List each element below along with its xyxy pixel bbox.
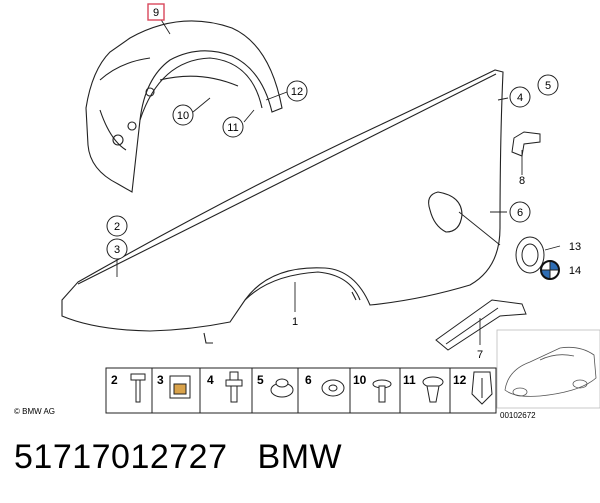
push-pin-icon [372,379,392,403]
bracket [511,131,541,157]
screw-icon [130,373,146,403]
stud-bolt-icon [225,371,243,403]
strip-label-11: 11 [403,373,416,387]
callout-14-label: 14 [569,265,581,277]
callout-2-label: 2 [114,221,120,233]
callout-4 [509,86,531,108]
strip-label-3: 3 [157,373,164,387]
car-thumbnail [496,329,600,409]
plug-icon [471,371,493,405]
caption: 51717012727 BMW [14,438,342,477]
callouts: 9 10 11 12 4 5 8 6 13 14 2 3 1 7 [106,3,581,361]
side-marker-parts [515,236,560,280]
callout-8-label: 8 [519,175,525,187]
callout-10-label: 10 [177,110,189,122]
wheel-arch-liner [85,20,283,193]
brand-name: BMW [257,438,343,476]
callout-11-label: 11 [227,122,238,134]
grommet-icon [270,378,294,398]
strip-label-12: 12 [453,373,467,387]
callout-9 [147,3,165,21]
callout-6 [509,201,531,223]
strip-label-6: 6 [305,373,312,387]
callout-6-label: 6 [517,207,523,219]
callout-4-label: 4 [517,92,523,104]
parts-strip: 2 3 4 5 6 10 11 12 [105,367,497,414]
callout-5 [537,74,559,96]
strip-label-10: 10 [353,373,367,387]
image-code: 00102672 [500,411,536,420]
callout-7-label: 7 [477,349,483,361]
part-number: 51717012727 [14,438,228,476]
strip-label-4: 4 [207,373,214,387]
callout-1-label: 1 [292,316,298,328]
callout-12-label: 12 [291,86,303,98]
callout-12 [286,80,308,102]
parts-diagram: 9 10 11 12 4 5 8 6 13 14 2 3 1 7 2 3 [14,3,600,420]
expansion-rivet-icon [422,376,444,403]
leader-lines [116,17,561,345]
callout-5-label: 5 [545,80,551,92]
washer-icon [321,379,345,397]
clip-nut-icon [169,375,191,399]
copyright-text: © BMW AG [14,407,55,416]
callout-2 [106,215,128,237]
callout-11 [222,116,244,138]
strip-label-5: 5 [257,373,264,387]
strip-label-2: 2 [111,373,118,387]
callout-13-label: 13 [569,241,581,253]
callout-9-label: 9 [153,7,159,19]
callout-3-label: 3 [114,244,120,256]
fender-panel [61,69,504,344]
trim-strip [435,299,527,351]
callout-3 [106,238,128,260]
callout-10 [172,104,194,126]
